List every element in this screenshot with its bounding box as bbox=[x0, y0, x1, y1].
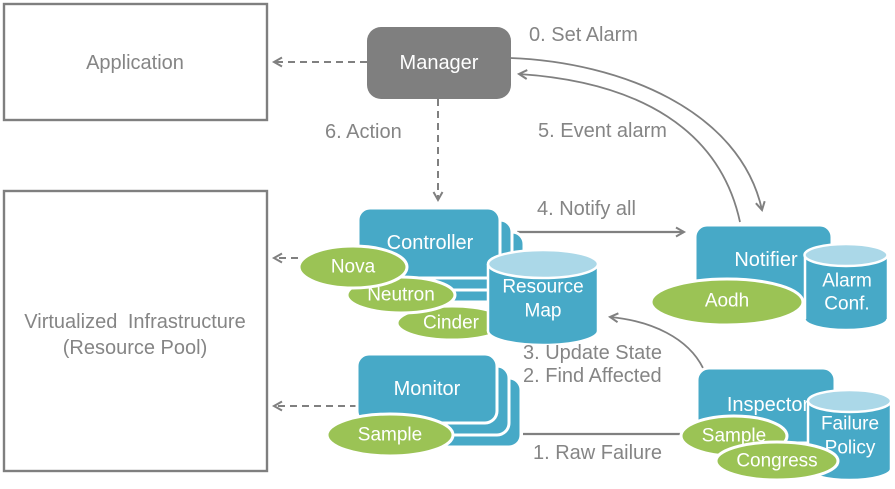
alarm-conf-label-line1: Alarm bbox=[822, 271, 872, 292]
resource-map-sides bbox=[486, 264, 600, 331]
notifier-label: Notifier bbox=[734, 249, 798, 271]
arrow-update-state bbox=[607, 312, 704, 369]
failure-policy-label-line1: Failure bbox=[821, 414, 879, 435]
monitor-sample-label: Sample bbox=[358, 425, 422, 446]
alarm-conf-sides bbox=[803, 255, 890, 319]
alarm-conf-cylinder: Alarm Conf. bbox=[803, 242, 890, 332]
inspector-sample-label: Sample bbox=[702, 426, 766, 447]
alarm-conf-top bbox=[803, 242, 889, 268]
application-box bbox=[2, 2, 269, 122]
resource-map-label-line1: Resource bbox=[502, 277, 583, 298]
resource-map-cylinder: Resource Map bbox=[486, 248, 600, 347]
arrow-event-alarm bbox=[516, 69, 741, 223]
aodh-label: Aodh bbox=[705, 291, 749, 312]
manager-label: Manager bbox=[400, 52, 479, 74]
resource-map-label-line2: Map bbox=[525, 301, 562, 322]
flow-label-event-alarm: 5. Event alarm bbox=[538, 120, 667, 142]
nova-label: Nova bbox=[331, 257, 376, 278]
arrow-set-alarm bbox=[509, 57, 766, 212]
monitor-sample-ellipse bbox=[325, 412, 455, 458]
virtualized-infrastructure-box bbox=[2, 189, 269, 473]
congress-label: Congress bbox=[736, 451, 817, 472]
flow-label-update-state: 3. Update State bbox=[523, 342, 662, 364]
failure-policy-top bbox=[806, 388, 893, 414]
application-label: Application bbox=[86, 52, 184, 74]
monitor-label: Monitor bbox=[394, 378, 461, 400]
failure-policy-label-line2: Policy bbox=[825, 438, 876, 459]
alarm-conf-label-line2: Conf. bbox=[824, 294, 869, 315]
flow-label-find-affected: 2. Find Affected bbox=[523, 365, 662, 387]
inspector-label: Inspector bbox=[727, 394, 810, 416]
flow-label-notify-all: 4. Notify all bbox=[537, 198, 636, 220]
cinder-label: Cinder bbox=[423, 313, 480, 334]
virtualized-infrastructure-label-line1: Virtualized Infrastructure bbox=[24, 311, 245, 333]
virtualized-infrastructure-label-line2: (Resource Pool) bbox=[63, 337, 208, 359]
flow-label-action: 6. Action bbox=[325, 121, 402, 143]
congress-ellipse bbox=[714, 440, 840, 482]
flow-label-raw-failure: 1. Raw Failure bbox=[533, 442, 662, 464]
controller-label: Controller bbox=[387, 232, 474, 254]
neutron-label: Neutron bbox=[367, 285, 435, 306]
manager-box bbox=[367, 27, 511, 99]
resource-map-top bbox=[486, 248, 600, 280]
nova-ellipse bbox=[297, 244, 409, 290]
aodh-ellipse bbox=[649, 277, 805, 327]
flow-label-set-alarm: 0. Set Alarm bbox=[529, 24, 638, 46]
